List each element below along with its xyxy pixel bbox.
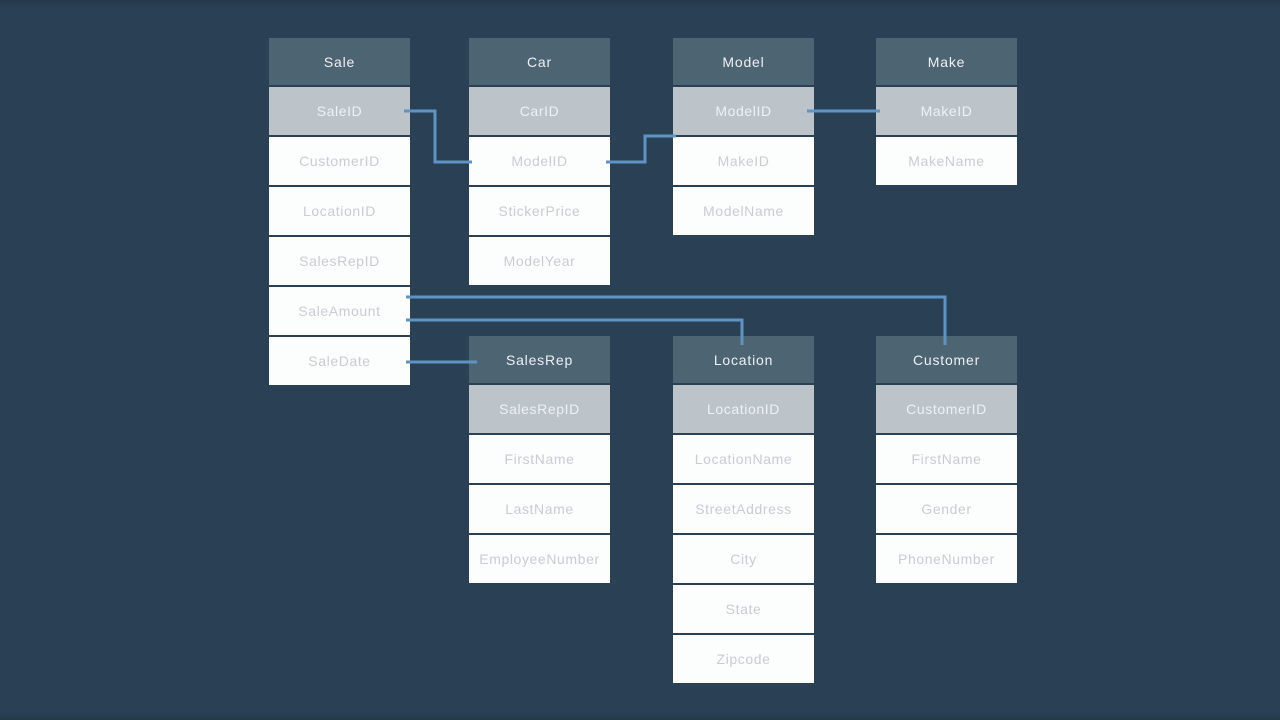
field-sale-customer-id: CustomerID	[269, 137, 410, 185]
field-sales-rep-sales-rep-id: SalesRepID	[469, 385, 610, 433]
table-header-make: Make	[876, 38, 1017, 85]
field-location-street-address: StreetAddress	[673, 485, 814, 533]
field-location-location-id: LocationID	[673, 385, 814, 433]
field-model-model-id: ModelID	[673, 87, 814, 135]
table-header-model: Model	[673, 38, 814, 85]
field-location-location-name: LocationName	[673, 435, 814, 483]
field-make-make-id: MakeID	[876, 87, 1017, 135]
field-car-car-id: CarID	[469, 87, 610, 135]
field-sale-sale-date: SaleDate	[269, 337, 410, 385]
field-make-make-name: MakeName	[876, 137, 1017, 185]
table-header-customer: Customer	[876, 336, 1017, 383]
field-sale-location-id: LocationID	[269, 187, 410, 235]
table-header-sales-rep: SalesRep	[469, 336, 610, 383]
field-model-model-name: ModelName	[673, 187, 814, 235]
field-customer-gender: Gender	[876, 485, 1017, 533]
relation-car-modelid-to-model-modelid	[606, 134, 676, 164]
field-location-city: City	[673, 535, 814, 583]
field-sale-sales-rep-id: SalesRepID	[269, 237, 410, 285]
field-sale-sale-id: SaleID	[269, 87, 410, 135]
field-sales-rep-employee-number: EmployeeNumber	[469, 535, 610, 583]
field-customer-phone-number: PhoneNumber	[876, 535, 1017, 583]
field-sales-rep-first-name: FirstName	[469, 435, 610, 483]
relation-sale-saleid-to-car-modelid	[404, 109, 472, 164]
table-header-location: Location	[673, 336, 814, 383]
field-model-make-id: MakeID	[673, 137, 814, 185]
field-car-model-id: ModelID	[469, 137, 610, 185]
field-customer-customer-id: CustomerID	[876, 385, 1017, 433]
table-header-car: Car	[469, 38, 610, 85]
table-header-sale: Sale	[269, 38, 410, 85]
field-sales-rep-last-name: LastName	[469, 485, 610, 533]
field-car-model-year: ModelYear	[469, 237, 610, 285]
field-sale-sale-amount: SaleAmount	[269, 287, 410, 335]
field-customer-first-name: FirstName	[876, 435, 1017, 483]
field-location-zipcode: Zipcode	[673, 635, 814, 683]
field-location-state: State	[673, 585, 814, 633]
field-car-sticker-price: StickerPrice	[469, 187, 610, 235]
